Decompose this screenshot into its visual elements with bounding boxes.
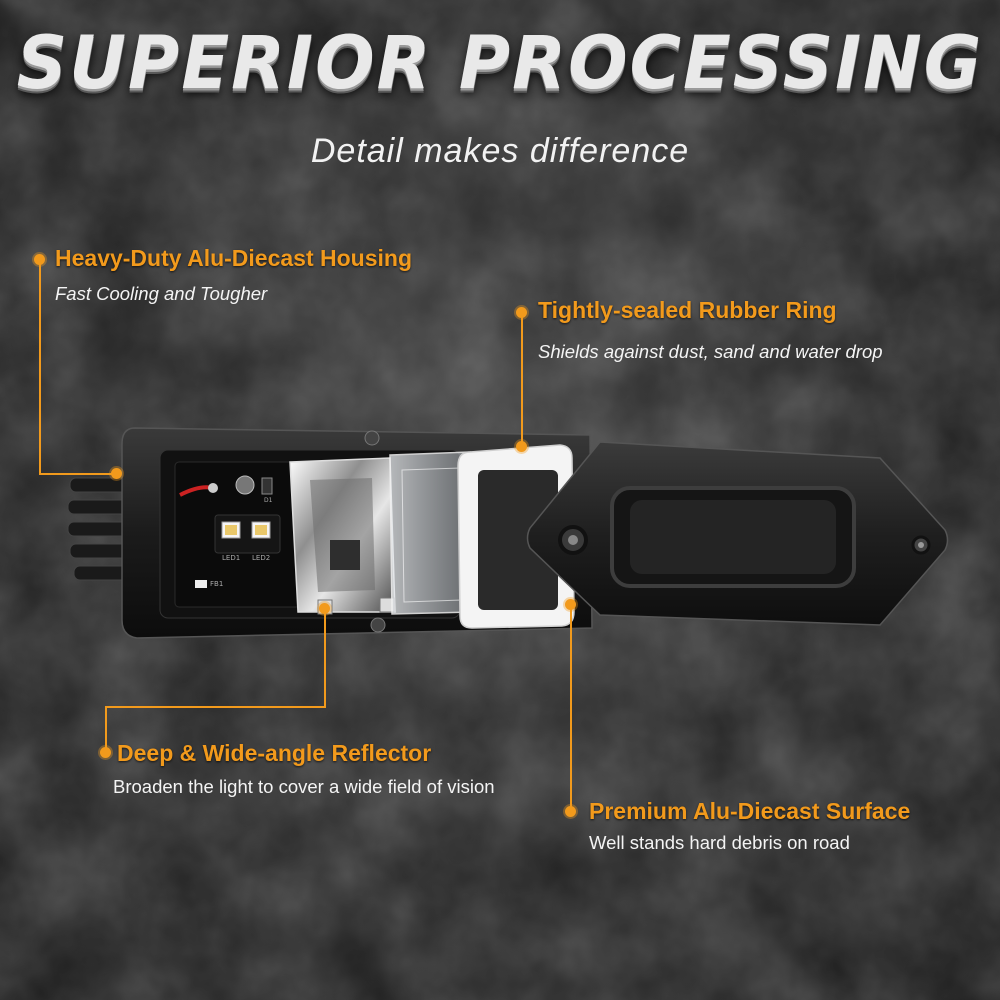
- reflector: [289, 457, 396, 615]
- feature-title-ring: Tightly-sealed Rubber Ring: [538, 297, 837, 323]
- feature-desc-ring: Shields against dust, sand and water dro…: [538, 341, 883, 362]
- feature-title-surface: Premium Alu-Diecast Surface: [589, 798, 911, 824]
- leader-line-reflector-v: [324, 608, 326, 708]
- feature-title-reflector: Deep & Wide-angle Reflector: [117, 740, 432, 766]
- leader-line-ring-v: [521, 313, 523, 447]
- feature-desc-housing: Fast Cooling and Tougher: [55, 283, 268, 304]
- leader-line-reflector-h: [105, 706, 326, 708]
- feature-title-housing: Heavy-Duty Alu-Diecast Housing: [55, 245, 412, 271]
- leader-line-housing-v: [39, 260, 41, 474]
- rubber-ring: [457, 444, 575, 629]
- callout-dot-surface: [565, 806, 576, 817]
- leader-line-housing-h: [39, 473, 117, 475]
- feature-desc-reflector: Broaden the light to cover a wide field …: [113, 776, 495, 797]
- leader-line-surface-v: [570, 604, 572, 812]
- front-cover: [526, 441, 949, 626]
- callout-dot-ring: [516, 307, 527, 318]
- pcb-label-d: D1: [264, 497, 273, 504]
- led-pcb: LED1 LED2 FB1 D1: [174, 461, 306, 608]
- callout-dot-surface-end: [565, 599, 576, 610]
- callout-dot-reflector: [100, 747, 111, 758]
- callout-dot-housing-end: [111, 468, 122, 479]
- feature-desc-surface: Well stands hard debris on road: [589, 832, 850, 853]
- callout-dot-ring-end: [516, 441, 527, 452]
- subheadline: Detail makes difference: [310, 132, 690, 170]
- leader-line-reflector-v2: [105, 706, 107, 752]
- callout-dot-reflector-end: [319, 603, 330, 614]
- pcb-label-fb: FB1: [210, 580, 223, 588]
- pcb-label-led2: LED2: [252, 554, 270, 562]
- headline: SUPERIOR PROCESSING: [16, 19, 984, 107]
- callout-dot-housing: [34, 254, 45, 265]
- pcb-label-led1: LED1: [222, 554, 240, 562]
